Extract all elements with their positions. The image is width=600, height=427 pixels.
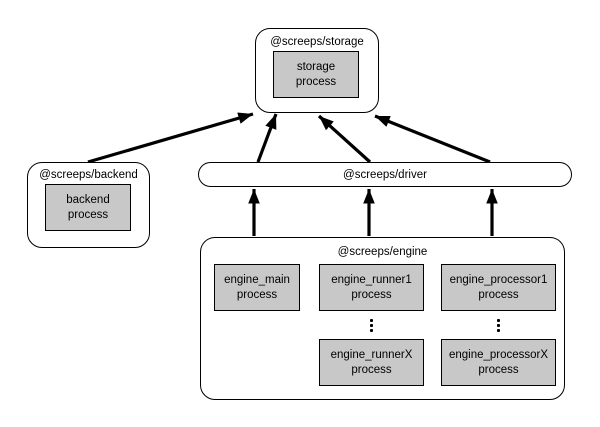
node-title-driver: @screeps/driver bbox=[343, 168, 427, 181]
vertical-ellipsis-icon bbox=[441, 319, 556, 333]
node-title-storage: @screeps/storage bbox=[270, 36, 364, 48]
edge-arrow-backend-to-storage bbox=[87, 112, 254, 164]
node-title-backend: @screeps/backend bbox=[39, 169, 138, 181]
node-screeps-storage: @screeps/storage storage process bbox=[255, 28, 379, 113]
vertical-ellipsis-icon bbox=[319, 319, 424, 333]
process-box-engine-runnerX: engine_runnerX process bbox=[319, 339, 424, 386]
edge-arrow-driver-to-storage bbox=[374, 114, 491, 164]
process-box-engine-processorX: engine_processorX process bbox=[441, 339, 556, 386]
node-screeps-driver: @screeps/driver bbox=[198, 162, 572, 187]
process-box-engine-main: engine_main process bbox=[214, 264, 300, 311]
node-screeps-backend: @screeps/backend backend process bbox=[27, 162, 150, 248]
process-box-engine-runner1: engine_runner1 process bbox=[319, 264, 424, 311]
edge-arrow-driver-to-storage bbox=[256, 113, 278, 163]
edge-arrow-driver-to-storage bbox=[317, 114, 372, 164]
process-box-engine-processor1: engine_processor1 process bbox=[441, 264, 556, 311]
node-title-engine: @screeps/engine bbox=[337, 246, 428, 258]
node-screeps-engine: @screeps/engine engine_main process engi… bbox=[200, 237, 565, 400]
process-box-backend: backend process bbox=[45, 184, 131, 231]
process-box-storage: storage process bbox=[273, 51, 359, 98]
